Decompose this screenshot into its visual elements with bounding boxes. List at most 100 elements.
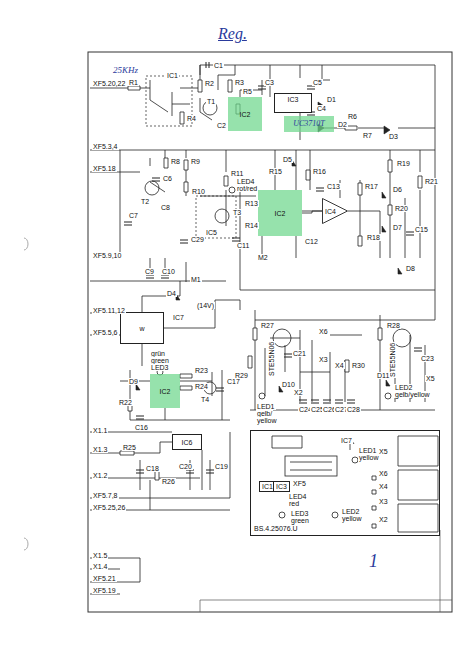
part-label: X1.2	[92, 472, 108, 479]
part-label: C19	[214, 463, 229, 470]
pcb-parts	[272, 436, 438, 532]
part-label: D3	[388, 133, 399, 140]
part-label: D8	[405, 265, 416, 272]
part-label: R13	[244, 200, 259, 207]
node-text: IC2	[275, 210, 286, 217]
part-label: X6	[318, 328, 329, 335]
part-label: T3	[232, 209, 242, 216]
part-label: R21	[424, 178, 439, 185]
part-label: XF5.5,6	[92, 329, 119, 336]
part-label: C18	[145, 465, 160, 472]
connector-outline	[285, 456, 337, 476]
node-text: IC2	[240, 111, 251, 118]
ic-box: w	[120, 312, 164, 344]
part-label: gelb/yellow	[394, 391, 431, 398]
part-label: XF5.25,26	[92, 504, 126, 511]
handwritten-note: 1	[368, 552, 379, 570]
part-label: R11	[230, 170, 244, 177]
dashed-outline	[146, 76, 236, 238]
part-label: LED1	[358, 447, 378, 454]
part-label: C10	[161, 268, 176, 275]
handwritten-note: 25KHz	[112, 66, 139, 75]
part-label: D6	[392, 186, 403, 193]
highlight-box: IC2	[258, 190, 302, 236]
part-label: C12	[304, 238, 319, 245]
part-label: R15	[268, 168, 283, 175]
part-label: X2	[293, 389, 304, 396]
part-label: R14	[244, 222, 259, 229]
part-label: IC7	[172, 314, 185, 321]
part-label: green	[150, 357, 170, 364]
transistor-symbol	[145, 181, 159, 195]
part-label: D11	[376, 372, 390, 379]
part-label: C9	[144, 268, 155, 275]
part-label: yellow	[358, 454, 379, 461]
punch-mark	[24, 238, 28, 550]
part-label: green	[290, 517, 310, 524]
part-label: XF5.7,8	[92, 492, 119, 499]
ic-box: IC3	[273, 481, 290, 492]
part-label: C13	[326, 183, 341, 190]
part-label: X1.1	[92, 427, 108, 434]
part-label: IC5	[205, 229, 218, 236]
part-label: D1	[326, 96, 337, 103]
part-label: gelb/	[256, 410, 273, 417]
part-label: X2	[378, 516, 389, 523]
part-label: (14V)	[196, 302, 215, 309]
mosfet-symbol	[273, 329, 291, 347]
resistor-symbol	[120, 80, 422, 480]
opamp-triangle: IC4	[322, 198, 348, 224]
part-label: R27	[260, 322, 275, 329]
part-label: R6	[347, 113, 358, 120]
part-label: C6	[162, 175, 173, 182]
ic-box: IC3	[274, 93, 312, 113]
led-symbol	[259, 393, 265, 399]
part-label: C5	[312, 79, 323, 86]
part-label: D7	[392, 224, 403, 231]
part-label: M2	[257, 254, 269, 261]
led-footprint	[332, 512, 338, 518]
part-label: D9	[128, 378, 139, 385]
part-label: R8	[170, 158, 181, 165]
opamp-outline	[323, 199, 348, 224]
part-label: C2	[216, 122, 227, 129]
part-label: D2	[337, 121, 348, 128]
part-label: X3	[378, 498, 389, 505]
highlight-box: IC2	[228, 97, 262, 131]
part-label: XF5.9,10	[92, 252, 122, 259]
part-label: R23	[194, 367, 209, 374]
node-text: IC1	[262, 483, 273, 490]
part-label: M1	[190, 276, 202, 283]
part-label: R20	[394, 205, 409, 212]
part-label: R1	[128, 79, 139, 86]
part-label: R3	[234, 79, 245, 86]
part-label: XF5.19	[92, 587, 117, 594]
part-label: X6	[378, 470, 389, 477]
pcb-drawing	[272, 436, 438, 532]
part-label: LED4	[236, 178, 256, 185]
led-symbol	[229, 187, 235, 193]
part-label: R2	[204, 80, 215, 87]
node-text: w	[139, 325, 144, 332]
part-label: T2	[140, 198, 150, 205]
part-label: R19	[396, 160, 411, 167]
part-label: D4	[166, 290, 177, 297]
part-label: R24	[194, 383, 209, 390]
part-label: R10	[191, 188, 206, 195]
part-label: red	[288, 500, 300, 507]
transistor-symbol	[145, 101, 411, 399]
title-block	[200, 530, 452, 612]
part-label: yellow	[341, 515, 362, 522]
part-label: T4	[200, 396, 210, 403]
transistor-symbol	[215, 209, 229, 223]
sheet-frame	[88, 52, 452, 612]
part-label: X5	[378, 448, 389, 455]
node-text: IC6	[182, 439, 193, 446]
diode-symbol	[136, 102, 402, 392]
part-label: C15	[414, 226, 429, 233]
part-label: XF5.3,4	[92, 143, 119, 150]
part-label: R28	[386, 322, 401, 329]
part-label: X3	[318, 356, 329, 363]
node-text: IC3	[288, 96, 299, 103]
part-label: rot/red	[236, 185, 258, 192]
